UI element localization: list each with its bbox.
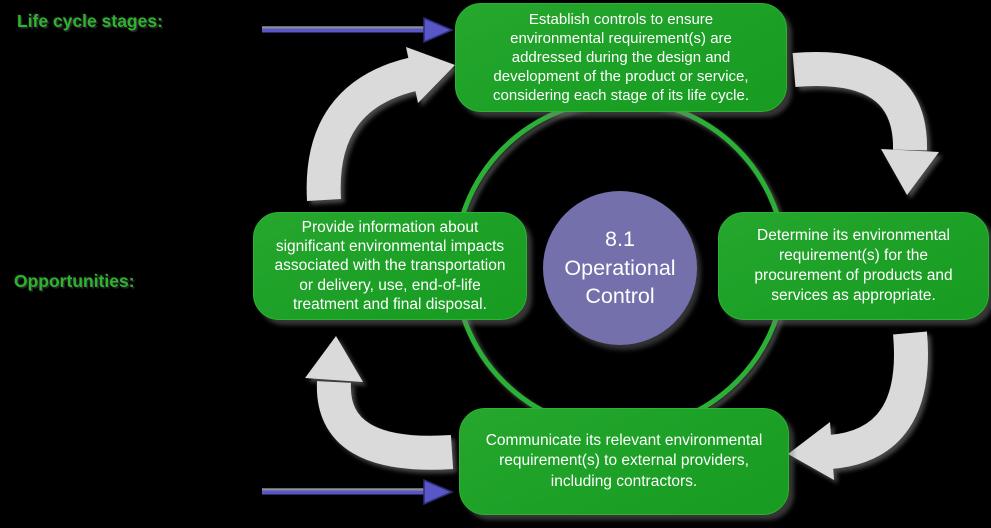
cycle-arrow-top-left-icon	[306, 47, 455, 201]
cycle-arrow-bottom-right-icon	[788, 331, 928, 480]
step-box-environmental-impacts: Provide information about significant en…	[253, 212, 527, 320]
pointer-arrow-life-cycle-icon	[262, 16, 454, 44]
label-life-cycle-stages: Life cycle stages:	[17, 11, 163, 31]
step-box-procurement: Determine its environmental requirement(…	[718, 212, 989, 320]
center-circle-operational-control: 8.1 Operational Control	[543, 191, 697, 345]
cycle-arrow-bottom-left-icon	[305, 336, 454, 470]
label-opportunities: Opportunities:	[14, 271, 135, 291]
cycle-arrow-top-right-icon	[792, 52, 939, 195]
pointer-arrow-opportunities-icon	[262, 478, 454, 506]
step-box-external-providers: Communicate its relevant environmental r…	[459, 408, 789, 515]
step-box-design-development: Establish controls to ensure environment…	[455, 3, 787, 112]
